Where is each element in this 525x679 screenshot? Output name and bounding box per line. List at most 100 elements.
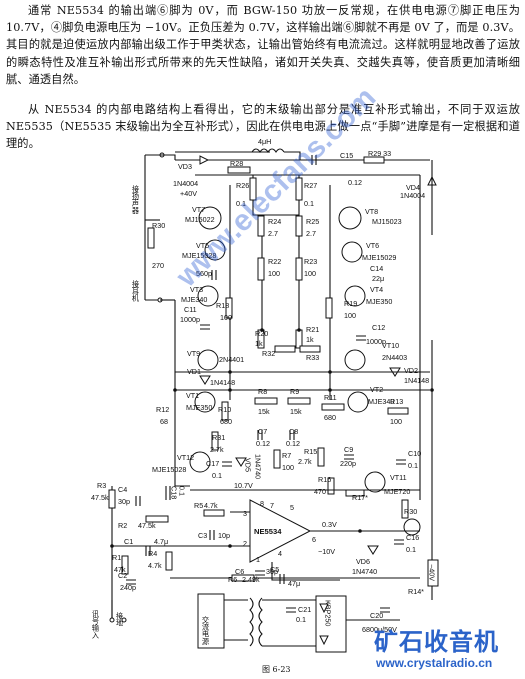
mje350-label: MJE350 [366, 297, 392, 306]
r27b-label: 2.7 [306, 229, 316, 238]
r29-label: R29 33 [368, 149, 391, 158]
vd3-label: VD3 [178, 162, 192, 171]
vd5-label: VD5 [244, 458, 253, 472]
speaker-out-label: 接扬声器 [132, 184, 141, 215]
r11-label: R11 [324, 393, 337, 402]
r27a-label: 2.7 [268, 229, 278, 238]
c15-label: C15 [340, 151, 353, 160]
vt12-label: VT12 [177, 453, 194, 462]
r100d-label: 100 [344, 311, 356, 320]
r47ke-label: 4.7k [148, 561, 162, 570]
vt8-label: VT8 [365, 207, 378, 216]
brand-url: www.crystalradio.cn [376, 656, 493, 670]
r100e-label: 100 [390, 417, 402, 426]
r01b-label: 0.1 [304, 199, 314, 208]
r26-label: R26 [236, 181, 249, 190]
mj15022-label: MJ15022 [185, 215, 215, 224]
r14-label: R14* [408, 587, 424, 596]
c30p-label: 30p [118, 497, 130, 506]
r470-label: 470 [314, 487, 326, 496]
c240p-label: 240p [120, 583, 136, 592]
c20val-label: 6800μ/50V [362, 625, 397, 634]
c10p-label: 10p [218, 531, 230, 540]
vd6-label: VD6 [356, 557, 370, 566]
pin6-label: 6 [312, 535, 316, 544]
vt6-label: VT6 [366, 241, 379, 250]
r13-label: R13 [390, 397, 403, 406]
r18-label: R18 [216, 301, 229, 310]
r33-label: R33 [306, 353, 319, 362]
minus40-label: −40V [428, 564, 437, 581]
r17-label: R17* [352, 493, 368, 502]
v03-label: 0.3V [322, 520, 337, 529]
r15k-label: 15k [258, 407, 270, 416]
r27k-label: 2.7k [210, 445, 224, 454]
r47kc-label: 4.7k [204, 501, 218, 510]
c01-label: 0.1 [408, 461, 418, 470]
vt2-label: VT2 [370, 385, 383, 394]
c1-label: C1 [124, 537, 133, 546]
c30pb-label: 30p [266, 567, 278, 576]
r16-label: R16 [318, 475, 331, 484]
ic-label: NE5534 [254, 527, 282, 536]
mje340-label: MJE340 [181, 295, 207, 304]
r27-label: R27 [304, 181, 317, 190]
pin3-label: 3 [243, 509, 247, 518]
input-label: 讯号输入 [92, 610, 101, 639]
r47kd-label: 47k [114, 565, 126, 574]
c012a-label: 0.12 [348, 178, 362, 187]
vt5-label: VT5 [196, 241, 209, 250]
r3-label: R3 [97, 481, 106, 490]
r19-label: R19 [344, 299, 357, 308]
vt7-label: VT7 [192, 205, 205, 214]
c012b-label: 0.12 [256, 439, 270, 448]
r30b-label: R30 [404, 507, 417, 516]
r24-label: R24 [268, 217, 281, 226]
r21-label: R21 [306, 325, 319, 334]
c1000pb-label: 1000p [366, 337, 386, 346]
vt3-label: VT3 [190, 285, 203, 294]
vt1-label: VT1 [186, 391, 199, 400]
pin2-label: 2 [243, 539, 247, 548]
c14-label: C14 [370, 264, 383, 273]
r25-label: R25 [306, 217, 319, 226]
c22u-label: 22μ [372, 274, 384, 283]
1n4004b-label: 1N4004 [400, 191, 425, 200]
c21-label: C21 [298, 605, 311, 614]
vt9-label: VT9 [187, 349, 200, 358]
r9-label: R9 [290, 387, 299, 396]
r1k-label: 1k [255, 339, 263, 348]
vt9-part-label: 2N4401 [219, 355, 244, 364]
vd2-label: VD2 [404, 366, 418, 375]
c11-label: C11 [184, 305, 197, 314]
c12-label: C12 [372, 323, 385, 332]
pin5-label: 5 [290, 503, 294, 512]
r1-label: R1 [112, 553, 121, 562]
vd5-part-label: 1N4740 [254, 454, 263, 479]
r475kb-label: 47.5k [138, 521, 156, 530]
inductor-label: 4μH [258, 137, 271, 146]
r4-label: R4 [148, 549, 157, 558]
bridge-label: KBP250 [324, 600, 333, 626]
c18-label: C18 [170, 486, 179, 499]
brand-name: 矿石收音机 [374, 628, 499, 656]
ground-label: 接地 [116, 611, 125, 626]
vt10-label: VT10 [382, 341, 399, 350]
r680-label: 680 [220, 417, 232, 426]
pin8-label: 8 [260, 499, 264, 508]
c47u-label: 4.7μ [154, 537, 168, 546]
c012c-label: 0.12 [286, 439, 300, 448]
r22-label: R22 [268, 257, 281, 266]
c5-label: C5 [270, 565, 279, 574]
v107-label: 10.7V [234, 481, 253, 490]
r6-label: R6 [228, 575, 237, 584]
c9-label: C9 [344, 445, 353, 454]
brand-logo: 矿石收音机 www.crystalradio.cn [368, 622, 518, 676]
c8-label: C8 [289, 427, 298, 436]
c1000p-label: 1000p [180, 315, 200, 324]
vt10-part-label: 2N4403 [382, 353, 407, 362]
pin7-label: 7 [270, 501, 274, 510]
speaker-output-terminal: 接扬声器 接耳机 R30 270 [131, 152, 165, 303]
r20-label: R20 [255, 329, 268, 338]
